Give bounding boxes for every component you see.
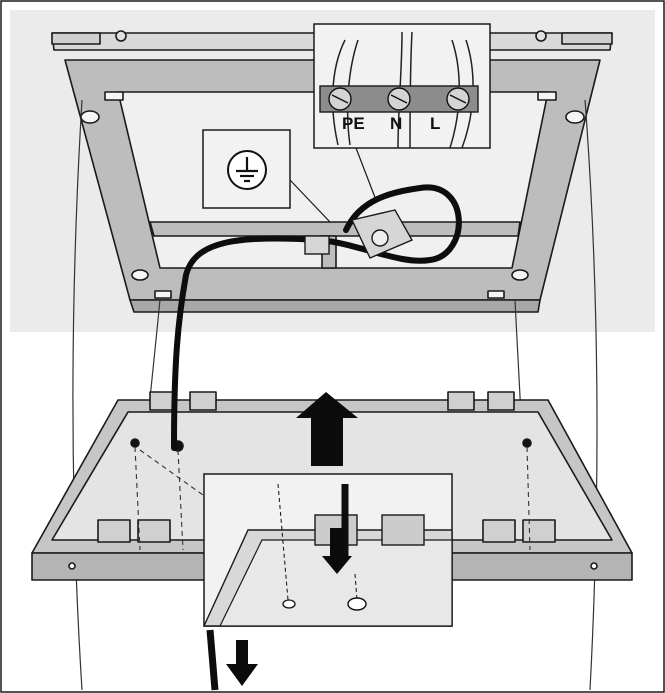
cable-clamp (304, 209, 413, 259)
down-arrow-icon (322, 528, 352, 574)
terminal-label-n: N (390, 114, 402, 133)
ground-symbol-icon (227, 150, 267, 190)
up-arrow-icon (296, 392, 358, 466)
cable-exit (206, 629, 219, 691)
ground-callout (202, 129, 331, 223)
terminal-callout: PE N L (313, 23, 491, 201)
power-cable (171, 184, 462, 451)
terminal-screws (328, 87, 470, 111)
down-right-arrow-icon (226, 640, 258, 686)
terminal-label-l: L (430, 114, 440, 133)
terminal-label-pe: PE (342, 114, 365, 133)
detail-callout (202, 473, 453, 627)
alignment-guides (134, 446, 531, 551)
